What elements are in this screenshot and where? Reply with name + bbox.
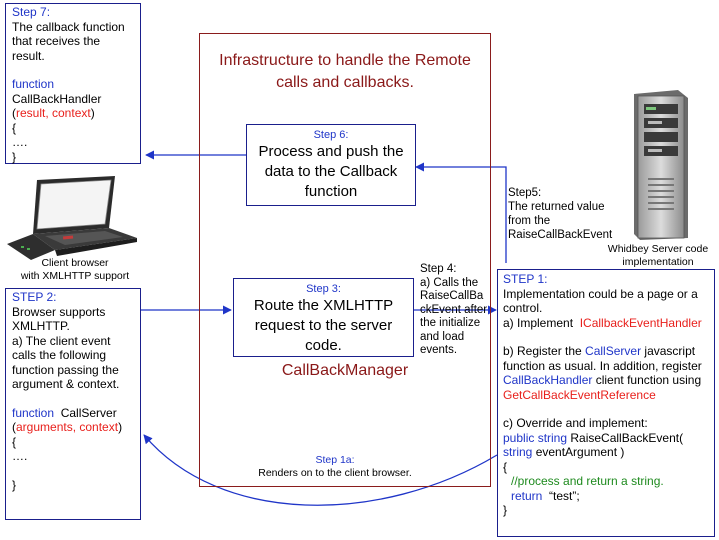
step1-b-after-handler: client function using bbox=[595, 373, 702, 387]
step5-line2: The returned value bbox=[508, 201, 605, 213]
step2-label: STEP 2: bbox=[12, 290, 57, 304]
step1-b-mid: javascript bbox=[644, 344, 696, 358]
step3-label: Step 3: bbox=[306, 283, 341, 295]
step1-box: STEP 1: Implementation could be a page o… bbox=[497, 269, 715, 537]
step2-desc-line6: argument & context. bbox=[12, 377, 120, 391]
step7-desc-line2: that receives the bbox=[12, 34, 101, 48]
step1-code-brace-open: { bbox=[503, 459, 508, 474]
arrow-step5-to-step6 bbox=[415, 162, 507, 263]
laptop-icon bbox=[7, 176, 137, 260]
step6-box: Step 6: Process and push the data to the… bbox=[246, 124, 416, 206]
step1-a-prefix: a) Implement bbox=[503, 315, 574, 330]
step6-desc-line1: Process and push the bbox=[258, 143, 404, 160]
server-caption: Whidbey Server code implementation bbox=[596, 243, 719, 268]
step7-box: Step 7: The callback function that recei… bbox=[5, 3, 141, 164]
infrastructure-box: Infrastructure to handle the Remote call… bbox=[199, 33, 491, 487]
step2-desc-line3: a) The client event bbox=[12, 333, 111, 348]
step1-code-return: return bbox=[511, 488, 543, 503]
infrastructure-title-line1: Infrastructure to handle the Remote bbox=[219, 52, 471, 69]
step3-desc-line3: code. bbox=[305, 337, 342, 354]
step2-keyword: function bbox=[12, 405, 55, 420]
step5-annotation: Step5: The returned value from the Raise… bbox=[508, 186, 638, 242]
step1a-label: Step 1a: bbox=[315, 454, 355, 466]
step1-b-line2: function as usual. In addition, register bbox=[503, 358, 702, 373]
step2-desc-line2: XMLHTTP. bbox=[12, 319, 70, 333]
step2-desc-line1: Browser supports bbox=[12, 304, 106, 319]
step4-line3: RaiseCallBa bbox=[420, 290, 484, 302]
step7-paren-close: ) bbox=[90, 106, 95, 120]
client-caption-line1: Client browser bbox=[41, 257, 109, 269]
step1-b-handler: CallBackHandler bbox=[503, 373, 593, 387]
step2-box: STEP 2: Browser supports XMLHTTP. a) The… bbox=[5, 288, 141, 520]
step1-code-line1: public string bbox=[503, 430, 568, 445]
step1-code-method: RaiseCallBackEvent( bbox=[570, 430, 684, 445]
arrow-step1a-curve bbox=[143, 434, 498, 506]
step2-paren-close: ) bbox=[118, 420, 123, 434]
step4-line1: Step 4: bbox=[420, 263, 457, 275]
step7-paren-open: ( bbox=[12, 106, 16, 120]
step2-func-name: CallServer bbox=[60, 405, 117, 420]
step1-code-value: “test”; bbox=[549, 488, 580, 503]
step2-brace-open: { bbox=[12, 434, 17, 449]
step4-line4: ckEvent after bbox=[420, 303, 488, 316]
server-tower-icon bbox=[634, 90, 688, 240]
step3-desc-line2: request to the server bbox=[254, 317, 393, 334]
step7-params: result, context bbox=[16, 106, 91, 120]
step2-paren-open: ( bbox=[12, 420, 16, 434]
infrastructure-title-line2: calls and callbacks. bbox=[276, 74, 414, 91]
step7-keyword: function bbox=[12, 77, 55, 91]
step3-box: Step 3: Route the XMLHTTP request to the… bbox=[233, 278, 414, 357]
step1-label: STEP 1: bbox=[503, 272, 548, 286]
step1-code-arg: eventArgument ) bbox=[535, 445, 625, 459]
callback-manager-label: CallBackManager bbox=[281, 362, 409, 379]
step6-desc-line2: data to the Callback bbox=[264, 163, 398, 180]
step7-ellipsis: …. bbox=[12, 135, 28, 149]
step1a-desc: Renders on to the client browser. bbox=[258, 467, 412, 479]
step2-params: arguments, context bbox=[16, 420, 119, 434]
step5-line1: Step5: bbox=[508, 187, 542, 199]
server-caption-line1: Whidbey Server code bbox=[607, 243, 709, 255]
client-caption: Client browser with XMLHTTP support bbox=[0, 257, 155, 282]
step4-line6: and load bbox=[420, 330, 465, 343]
step2-brace-close: } bbox=[12, 477, 17, 492]
step1-b-callserver: CallServer bbox=[585, 344, 642, 358]
step7-brace-close: } bbox=[12, 149, 17, 164]
step7-brace-open: { bbox=[12, 120, 17, 135]
step6-label: Step 6: bbox=[313, 129, 349, 141]
server-caption-line2: implementation bbox=[622, 255, 694, 268]
step4-line2: a) Calls the bbox=[420, 276, 479, 289]
step4-line7: events. bbox=[420, 344, 458, 356]
step1-c-line: c) Override and implement: bbox=[503, 416, 648, 430]
step1-b-prefix: b) Register the bbox=[503, 344, 582, 358]
step7-func-name: CallBackHandler bbox=[12, 91, 102, 106]
step1-a-interface: ICallbackEventHandler bbox=[579, 315, 702, 330]
step7-desc-line1: The callback function bbox=[12, 19, 125, 34]
step1-code-brace-close: } bbox=[503, 503, 508, 517]
step6-desc-line3: function bbox=[304, 183, 358, 200]
step1a-annotation: Step 1a: Renders on to the client browse… bbox=[220, 454, 450, 480]
step1-intro-line2: control. bbox=[503, 301, 543, 315]
step7-desc-line3: result. bbox=[12, 48, 45, 63]
step1-b-getref: GetCallBackEventReference bbox=[503, 387, 656, 402]
step4-annotation: Step 4: a) Calls the RaiseCallBa ckEvent… bbox=[420, 263, 496, 358]
step1-intro-line1: Implementation could be a page or a bbox=[503, 286, 698, 301]
step4-line5: the initialize bbox=[420, 317, 481, 329]
step5-line3: from the bbox=[508, 215, 551, 227]
step2-desc-line5: function passing the bbox=[12, 362, 119, 377]
step1-code-string: string bbox=[503, 445, 533, 459]
client-caption-line2: with XMLHTTP support bbox=[20, 269, 130, 282]
step2-desc-line4: calls the following bbox=[12, 348, 107, 362]
step2-ellipsis: …. bbox=[12, 449, 28, 463]
step1-code-comment: //process and return a string. bbox=[511, 474, 664, 488]
step5-line4: RaiseCallBackEvent bbox=[508, 229, 613, 241]
infrastructure-title: Infrastructure to handle the Remote call… bbox=[200, 50, 490, 94]
step3-desc-line1: Route the XMLHTTP bbox=[253, 297, 394, 314]
step7-label: Step 7: bbox=[12, 5, 51, 19]
